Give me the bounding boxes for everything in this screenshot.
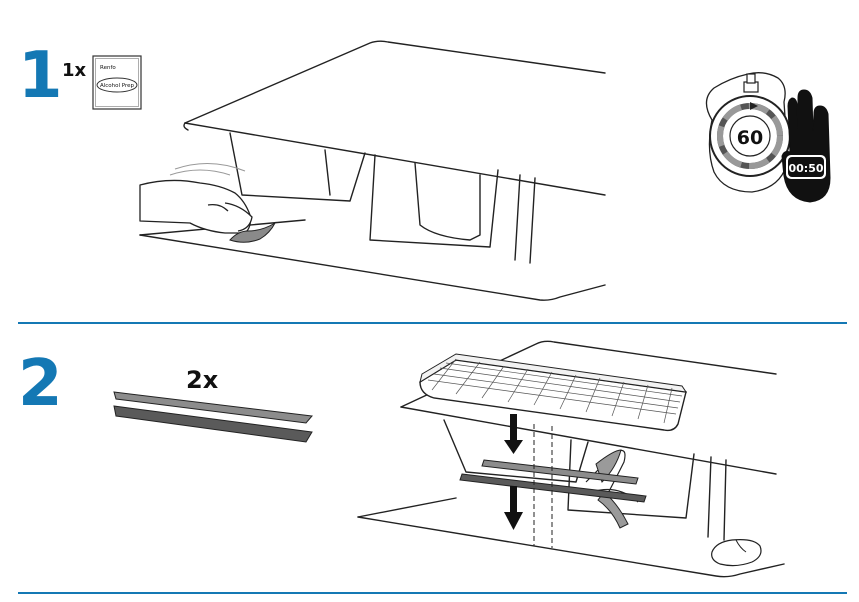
section-divider [18,322,847,324]
section-divider-bottom [18,592,847,594]
desk-cleaning-illustration [139,40,606,301]
wipe-brand-text: Renfo [100,65,116,71]
display-value-text: 00:50 [788,162,823,175]
adhesive-strips-illustration [113,391,313,443]
alcohol-wipe-packet-icon: Renfo Alcohol Prep [92,55,142,110]
step-2-number: 2 [18,347,63,421]
keyboard-strip-mounting-illustration [357,340,785,578]
step-1-quantity: 1x [62,60,87,81]
step-2-quantity: 2x [186,366,219,394]
timer-value-text: 60 [737,127,763,149]
stopwatch-hand-icon: 60 00:50 [705,72,831,203]
wipe-label-text: Alcohol Prep [100,83,135,89]
step-1-number: 1 [18,39,63,113]
